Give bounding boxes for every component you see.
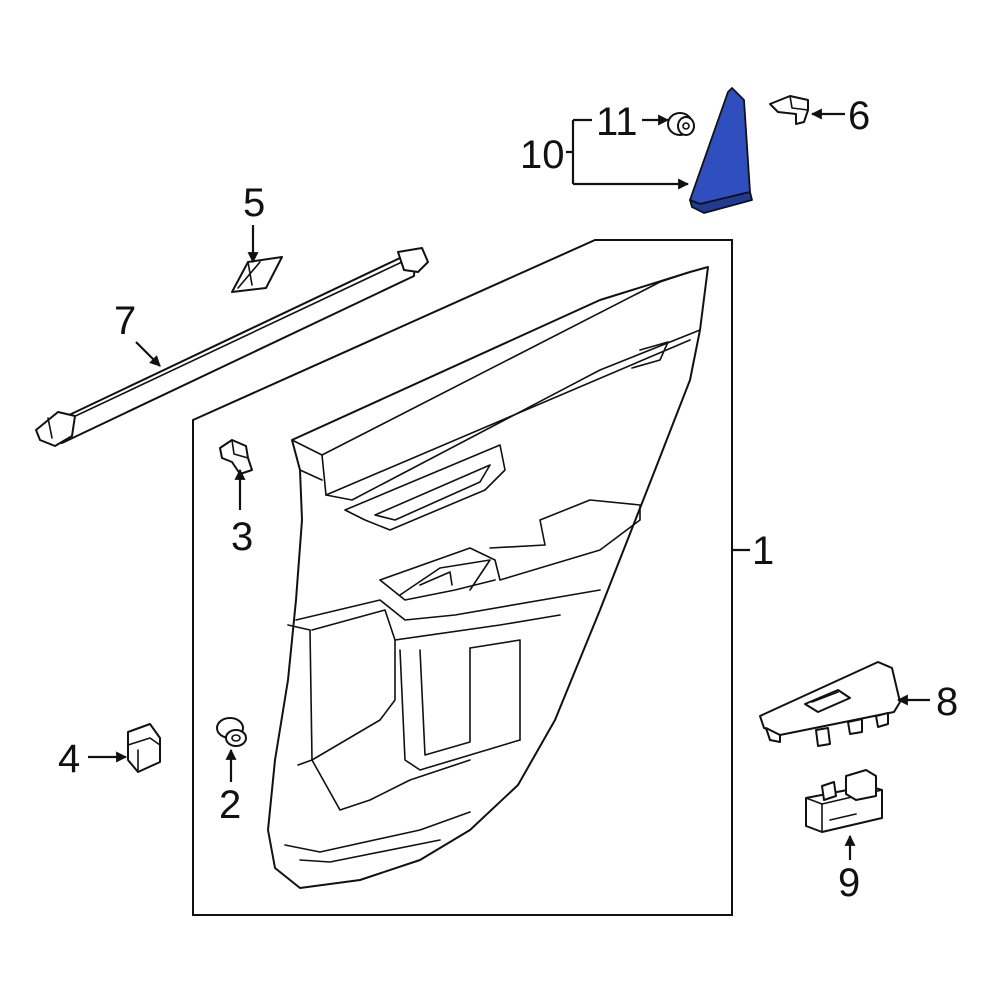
leader-7	[135, 341, 161, 367]
leader-10-bracket	[566, 118, 592, 184]
callout-11: 11	[596, 100, 638, 144]
part-10-garnish-highlighted	[689, 87, 753, 214]
part-8-switch-bezel	[759, 661, 901, 747]
callout-3: 3	[231, 515, 253, 559]
callout-5: 5	[243, 181, 265, 225]
callout-9: 9	[838, 861, 860, 905]
part-4-fastener	[127, 723, 161, 773]
part-5-clip	[231, 256, 283, 293]
door-trim-panel	[267, 266, 709, 889]
part-6-clip	[769, 95, 809, 125]
callout-6: 6	[848, 94, 870, 138]
part-7-weatherstrip	[35, 247, 429, 447]
part-1-frame	[192, 239, 733, 916]
part-3-clip	[219, 439, 253, 475]
part-11-screw	[667, 112, 695, 136]
part-9-window-switch	[805, 769, 883, 833]
callout-10: 10	[520, 133, 565, 177]
callout-7: 7	[114, 299, 136, 343]
part-10-side	[689, 191, 753, 214]
callout-labels: 1 2 3 4 5 6 7 8 9 10 11	[58, 94, 958, 905]
part-10-face	[689, 87, 751, 205]
leader-lines	[88, 108, 930, 860]
callout-4: 4	[58, 737, 80, 781]
callout-8: 8	[936, 680, 958, 724]
part-2-push-pin	[216, 717, 247, 747]
callout-1: 1	[752, 529, 774, 573]
callout-2: 2	[219, 783, 241, 827]
